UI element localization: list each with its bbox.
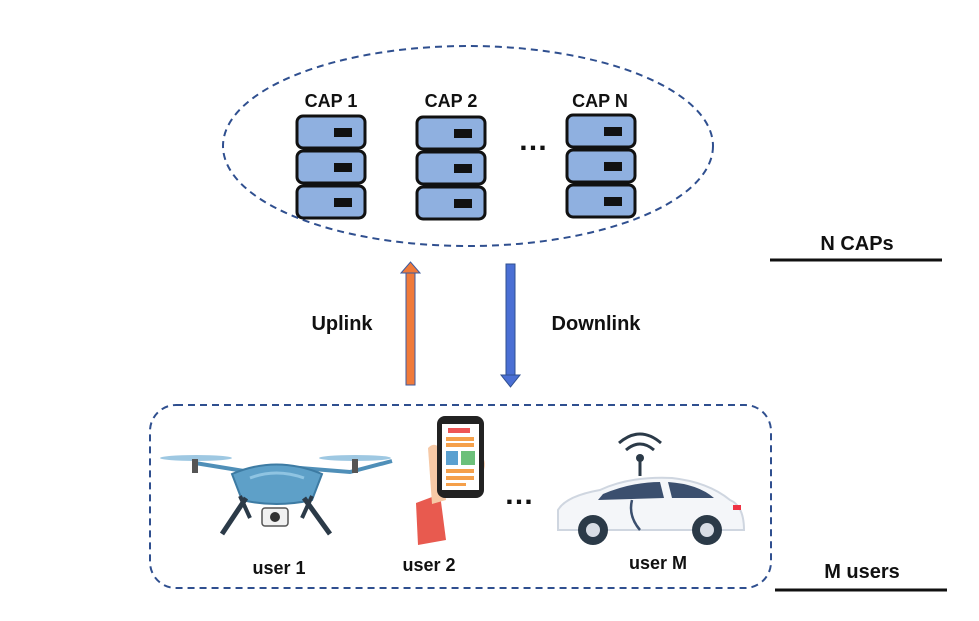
user-m-label: user M <box>629 553 687 573</box>
cap-ellipsis: … <box>518 124 548 157</box>
smartphone-icon <box>416 416 485 545</box>
cap-1-server-icon <box>295 114 367 220</box>
user-2-label: user 2 <box>402 555 455 575</box>
user-group-boundary <box>149 404 772 589</box>
user-ellipsis: … <box>504 478 534 511</box>
car-icon <box>557 432 746 545</box>
m-users-label: M users <box>824 561 900 583</box>
downlink-label: Downlink <box>552 313 642 335</box>
drone-icon <box>160 455 393 536</box>
uplink-arrow <box>399 261 422 386</box>
cap-n-server-icon <box>565 113 637 219</box>
cap-cluster-boundary <box>222 45 714 247</box>
uplink-label: Uplink <box>311 313 373 335</box>
cap-n-label: CAP N <box>572 91 628 111</box>
cap-2-label: CAP 2 <box>425 91 478 111</box>
cap-2-server-icon <box>415 115 487 221</box>
n-caps-label: N CAPs <box>820 233 893 255</box>
downlink-arrow <box>499 263 522 388</box>
cap-1-label: CAP 1 <box>305 91 358 111</box>
user-1-label: user 1 <box>252 558 305 578</box>
